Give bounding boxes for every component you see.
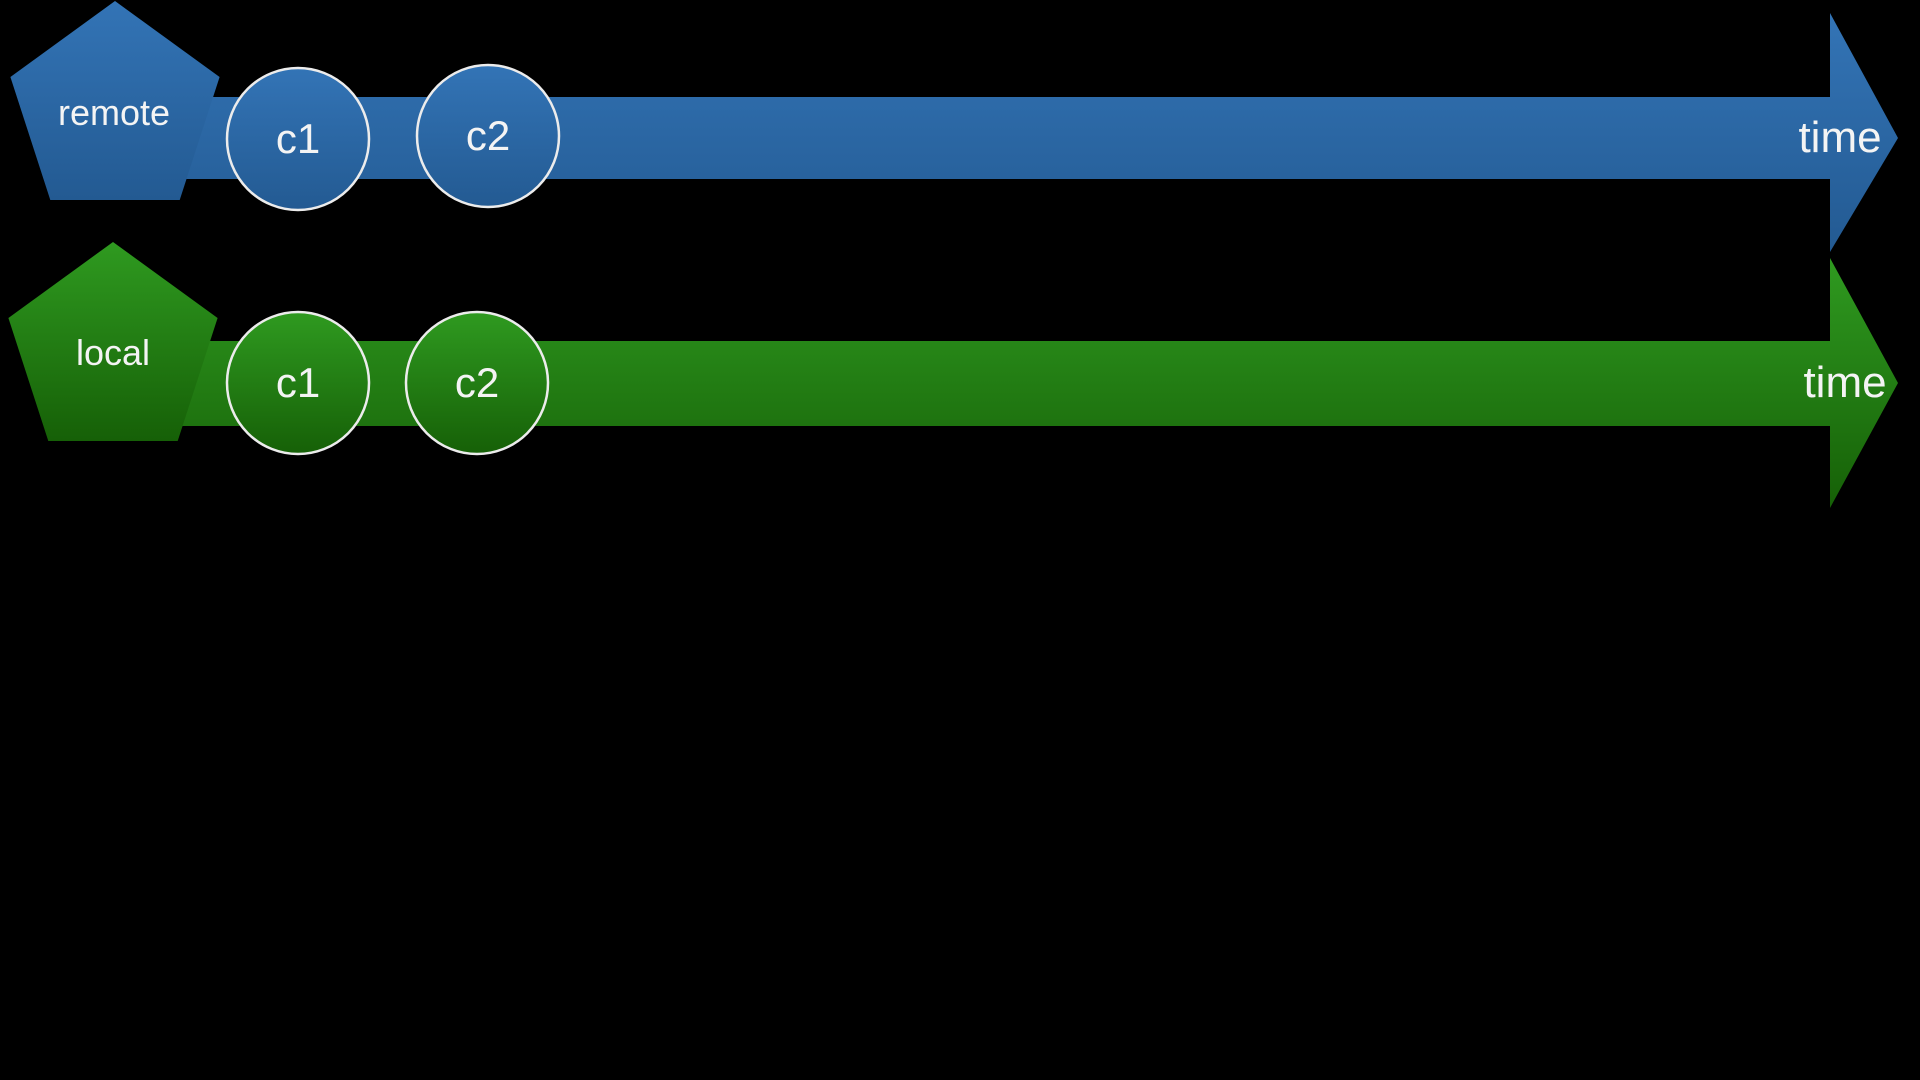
remote-time-axis-label: time [1798, 113, 1881, 162]
local-time-axis-arrow [140, 258, 1898, 508]
local-commit-c2-node [404, 310, 550, 456]
remote-branch-label: remote [58, 92, 170, 133]
remote-branch-badge [10, 1, 220, 200]
remote-commit-c1-node [225, 66, 371, 212]
local-branch-badge [8, 242, 218, 441]
remote-commit-c2-node [415, 63, 561, 209]
remote-commit-c2-label: c2 [466, 112, 510, 159]
local-commit-c1-label: c1 [276, 359, 320, 406]
timeline-remote: remote c1 c2 time [10, 1, 1898, 252]
timeline-local: local c1 c2 time [8, 242, 1898, 508]
remote-time-axis-arrow [140, 13, 1898, 252]
local-commit-c2-label: c2 [455, 359, 499, 406]
local-time-axis-label: time [1803, 358, 1886, 407]
local-branch-label: local [76, 332, 150, 373]
remote-commit-c1-label: c1 [276, 115, 320, 162]
local-commit-c1-node [225, 310, 371, 456]
